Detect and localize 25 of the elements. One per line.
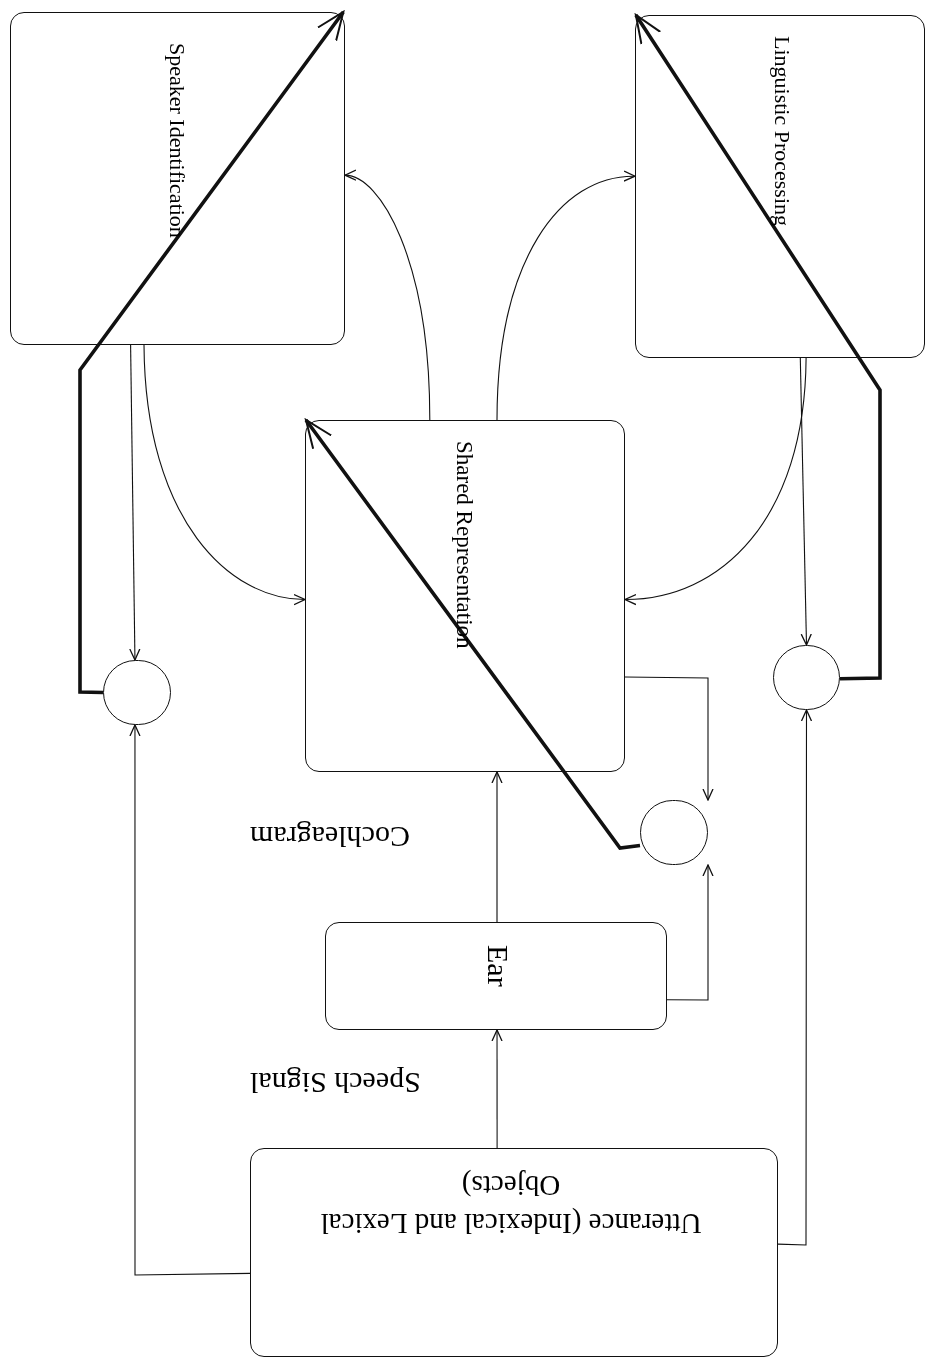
arrow [624,676,714,801]
arrow [129,344,141,661]
process-box [10,12,345,345]
arrow [491,771,503,923]
arrow [666,864,714,1001]
box-label: Shared Representation [450,441,478,649]
box-label: Utterance (Indexical and Lexical Objects) [319,1169,703,1242]
box-label: Speaker Identification [164,43,191,238]
box-label: Linguistic Processing [769,36,796,227]
arrow [634,14,882,681]
arrow [799,357,812,646]
arrow [129,724,251,1276]
arrow [143,344,306,605]
process-box [250,1148,778,1357]
box-label: Ear [481,945,516,987]
process-box [325,922,667,1030]
arrow [496,171,636,421]
process-box [635,15,925,358]
arrow [304,418,641,850]
arrow [491,1029,503,1149]
process-box [305,420,625,772]
arrow [777,709,813,1246]
arrow [624,357,807,605]
arrow [344,171,431,421]
arrow [78,10,345,695]
